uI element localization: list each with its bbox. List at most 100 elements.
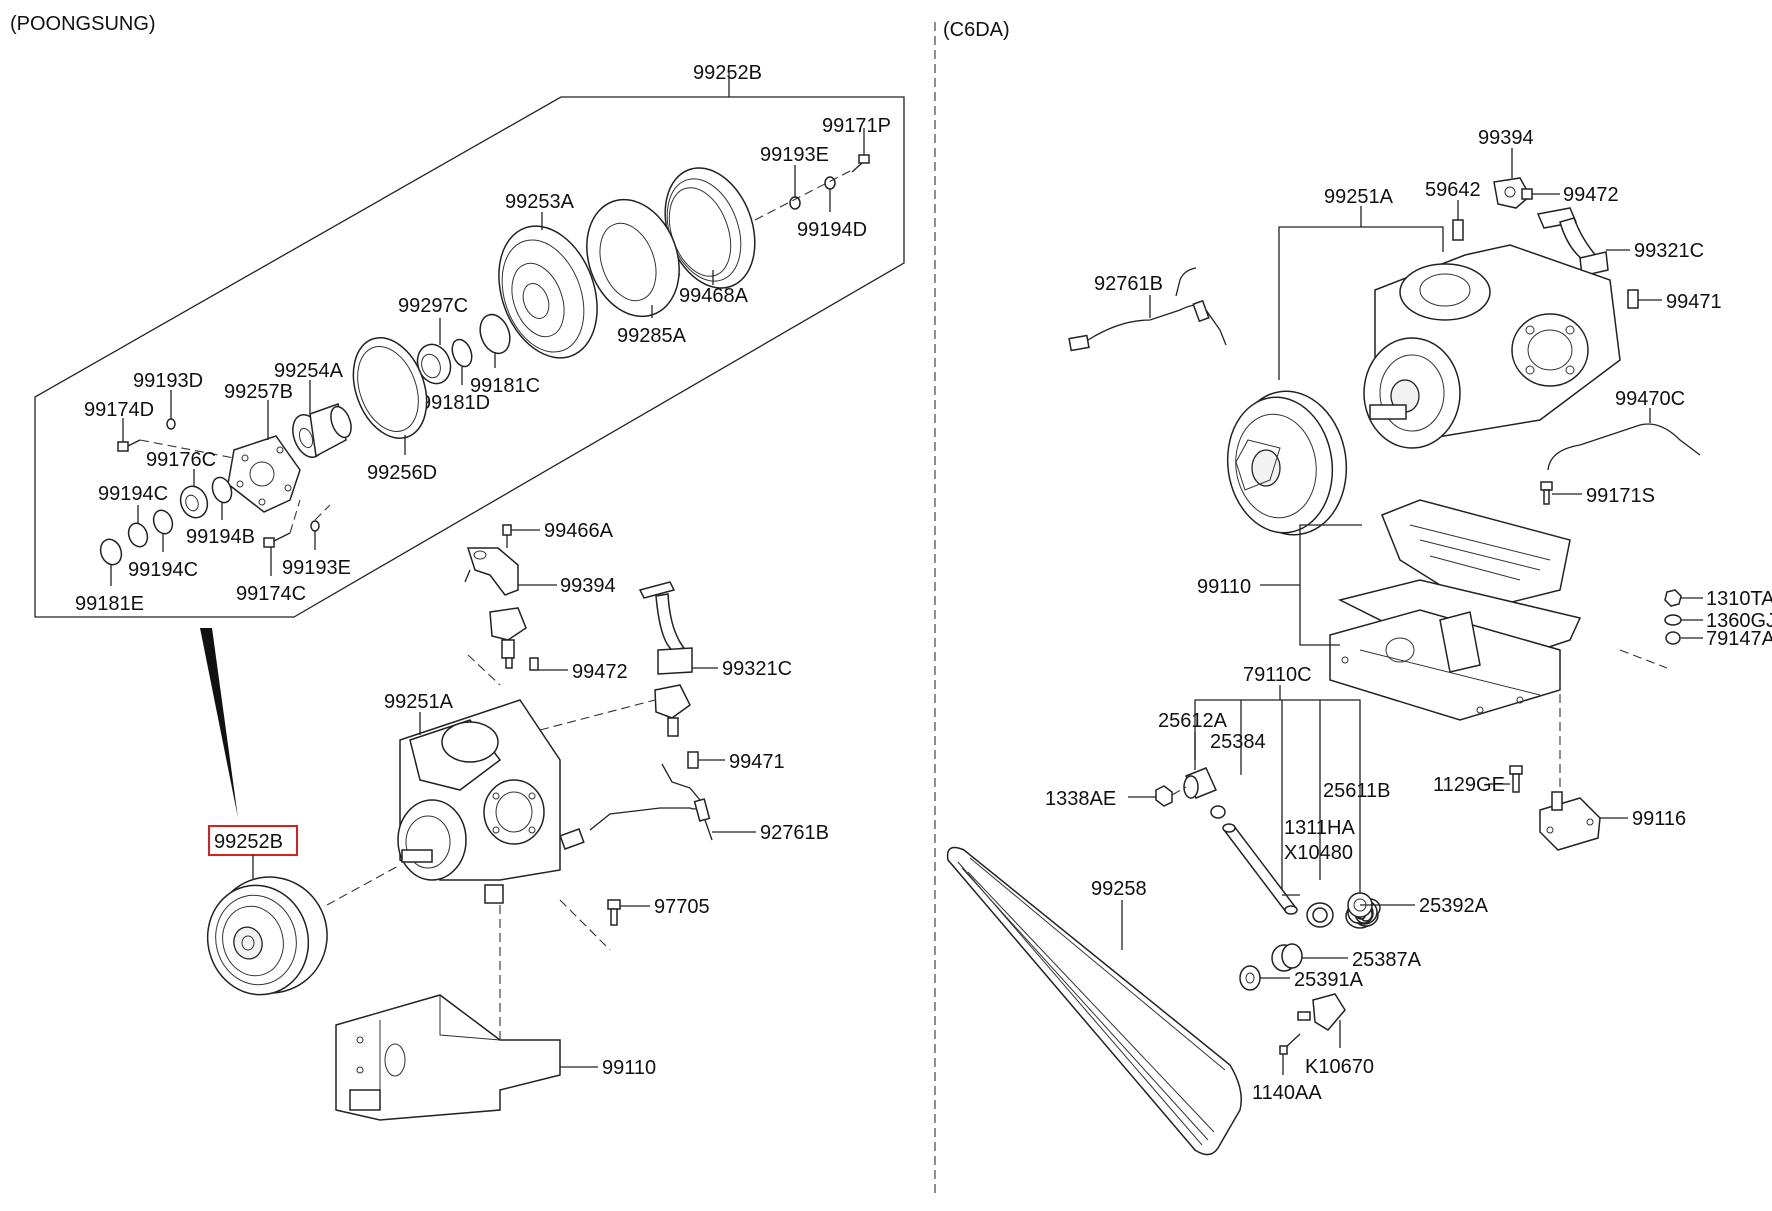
label-1338AE: 1338AE [1045,788,1116,810]
wire-harness-92761B-right [1068,267,1227,352]
label-99194C-b: 99194C [128,559,198,581]
label-99253A: 99253A [505,191,575,213]
washer-99193D [166,418,176,430]
label-99181E: 99181E [75,593,144,615]
label-99251A-left: 99251A [384,691,454,713]
mounting-plate-99257B [227,435,301,513]
valve-block-left [489,607,527,669]
fitting-99394-left [464,547,519,596]
bushing-25612A [1183,767,1218,799]
label-99472-left: 99472 [572,661,628,683]
nut-25384 [1210,805,1226,819]
label-25611B: 25611B [1323,780,1390,802]
washer-99193E-low [310,520,320,532]
label-99171P: 99171P [822,115,891,137]
bushing-25387A [1271,943,1303,972]
switch-99471-left [687,751,699,769]
mount-99116 [1539,791,1601,851]
washer-25391A [1239,965,1261,991]
label-1140AA: 1140AA [1252,1082,1322,1104]
label-99321C-right: 99321C [1634,240,1704,262]
label-99285A: 99285A [617,325,687,347]
label-79110C: 79110C [1243,664,1312,686]
nut-1338AE [1155,785,1173,807]
bolt-1129GE [1509,765,1523,793]
label-99297C: 99297C [398,295,468,317]
label-99194C-a: 99194C [98,483,168,505]
label-99181C: 99181C [470,375,540,397]
fitting-99394-right [1493,177,1531,209]
switch-99471-right [1627,289,1639,309]
label-99193D: 99193D [133,370,203,392]
v-belt-99258 [946,846,1242,1156]
label-99193E-low: 99193E [282,557,351,579]
snap-ring-99181E [99,538,123,566]
label-25384: 25384 [1210,731,1266,753]
bolt-99174D [117,439,141,452]
pulley-99253A [498,225,598,359]
adapter-99254A [292,403,352,458]
washer-99194C-b [152,509,174,535]
label-99174C: 99174C [236,583,306,605]
label-99194B: 99194B [186,526,255,548]
label-99193E-top: 99193E [760,144,829,166]
cable-99470C [1547,423,1701,471]
label-1311HA: 1311HA [1284,817,1355,839]
clutch-assembly-enclosure [34,96,905,618]
cover-ring-99256D [352,337,428,439]
washer-99194D [824,176,836,190]
label-99194D: 99194D [797,219,867,241]
bearing-99176C [179,485,209,519]
pipe-99321C-right [1536,207,1609,277]
washer-79147A [1665,631,1681,645]
bolt-1140AA [1279,1033,1301,1055]
washer-99194B [211,476,233,504]
label-99394-left: 99394 [560,575,616,597]
plug-99472-right [1521,188,1533,200]
section-title-poongsung: (POONGSUNG) [10,13,156,35]
snap-ring-99181D [451,338,473,368]
label-99257B: 99257B [224,381,293,403]
label-25387A: 25387A [1352,949,1422,971]
bolt-99174C [263,532,291,548]
pipe-99321C-left [638,581,693,675]
label-99258: 99258 [1091,878,1147,900]
sensor-59642 [1452,219,1464,241]
washer-1360GJ [1664,614,1682,626]
nut-1310TA [1664,589,1682,607]
compressor-99251A-left [397,699,561,904]
sensor-99472-left [529,657,539,671]
tensioner-K10670 [1297,993,1346,1031]
bolt-99171S [1540,481,1553,505]
label-99116: 99116 [1632,808,1686,830]
clutch-pulley-99252B [206,876,328,996]
valve-block-right [654,684,691,737]
label-99251A-right: 99251A [1324,186,1394,208]
label-99466A: 99466A [544,520,614,542]
bolt-99171P [851,154,870,173]
bracket-99110-right [1329,499,1582,721]
label-79147A: 79147A [1706,628,1772,650]
label-99470C: 99470C [1615,388,1685,410]
label-59642: 59642 [1425,179,1481,201]
label-1129GE: 1129GE [1433,774,1505,796]
label-99471-right: 99471 [1666,291,1722,313]
label-99252B-highlighted[interactable]: 99252B [214,831,283,853]
pin-1311HA [1222,823,1298,915]
label-99254A: 99254A [274,360,344,382]
snap-ring-99181C [479,313,511,355]
label-25612A: 25612A [1158,710,1228,732]
label-99468A: 99468A [679,285,749,307]
label-K10670: K10670 [1305,1056,1374,1078]
seal-25392A-bushing [1312,907,1328,923]
label-99321C-left: 99321C [722,658,792,680]
bracket-99110-left [335,994,561,1121]
label-25392A: 25392A [1419,895,1489,917]
label-99181D: 99181D [420,392,490,414]
compressor-99251A-right [1363,244,1621,449]
label-1360GJ: 1360GJ [1706,610,1772,632]
label-97705: 97705 [654,896,710,918]
label-99176C: 99176C [146,449,216,471]
label-X10480: X10480 [1284,842,1353,864]
